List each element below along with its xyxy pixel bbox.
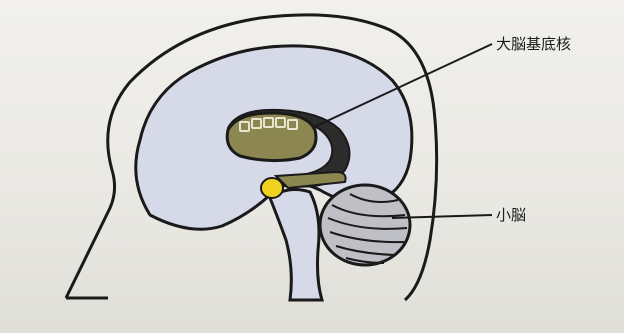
amygdala [261,178,283,198]
basal-ganglia-label: 大脳基底核 [496,33,571,54]
brain-stem [270,190,322,300]
basal-ganglia [227,113,316,161]
cerebellum-label: 小脳 [496,204,526,225]
